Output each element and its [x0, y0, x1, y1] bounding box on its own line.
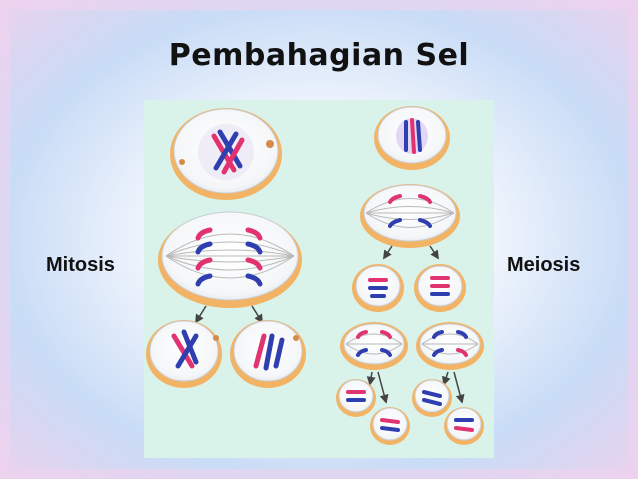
meiosis-gamete-2 — [370, 407, 410, 445]
arrow-icon — [429, 245, 439, 260]
meiosis-anaphase-cell-right — [416, 322, 484, 370]
meiosis-gamete-3 — [412, 379, 452, 417]
arrow-icon — [366, 371, 376, 386]
slide-title: Pembahagian Sel — [168, 38, 470, 73]
meiosis-label: Meiosis — [507, 254, 581, 276]
chromosome-icon — [171, 329, 199, 369]
arrow-icon — [251, 305, 263, 324]
chromosome-icon — [432, 330, 468, 357]
meiosis-anaphase-cell-left — [340, 322, 408, 370]
mitosis-label: Mitosis — [46, 254, 115, 276]
arrow-icon — [442, 371, 451, 386]
chromosome-icon — [388, 194, 432, 228]
meiosis-parent-cell — [374, 106, 450, 170]
chromosome-icon — [211, 129, 245, 175]
chromosome-icon — [195, 227, 263, 287]
meiosis-metaphase-cell — [360, 184, 460, 248]
cell-division-diagram — [146, 106, 484, 445]
meiosis-gamete-1 — [336, 379, 376, 417]
arrow-icon — [453, 371, 465, 404]
arrow-icon — [377, 371, 389, 404]
mitosis-daughter-cell-left — [146, 320, 222, 388]
arrow-icon — [383, 245, 393, 260]
cell-division-illustration — [144, 100, 494, 458]
chromosome-icon — [253, 333, 285, 371]
chromosome-icon — [356, 330, 392, 357]
chromosome-icon — [380, 418, 400, 432]
arrow-icon — [195, 305, 207, 324]
chromosome-icon — [346, 390, 366, 402]
meiosis-gamete-4 — [444, 407, 484, 445]
chromosome-icon — [404, 118, 422, 154]
chromosome-icon — [430, 276, 450, 296]
mitosis-daughter-cell-right — [230, 320, 306, 388]
meiosis-second-cell-right — [414, 264, 466, 312]
meiosis-second-cell-left — [352, 264, 404, 312]
chromosome-icon — [422, 390, 442, 406]
mitosis-parent-cell — [170, 108, 282, 200]
chromosome-icon — [454, 418, 474, 432]
mitosis-anaphase-cell — [158, 211, 302, 308]
chromosome-icon — [368, 278, 388, 298]
